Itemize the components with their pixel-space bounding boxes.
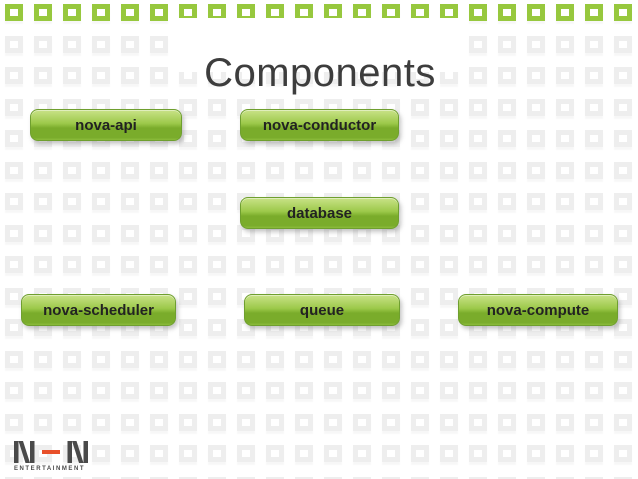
component-node-nova-scheduler: nova-scheduler	[21, 294, 176, 326]
title-backdrop	[178, 18, 462, 72]
component-node-nova-conductor: nova-conductor	[240, 109, 399, 141]
logo-dash	[42, 450, 60, 454]
nhn-logo: ENTERTAINMENT	[14, 441, 92, 472]
component-node-nova-api: nova-api	[30, 109, 182, 141]
page-title: Components	[204, 50, 436, 95]
logo-subtext: ENTERTAINMENT	[14, 466, 86, 472]
component-node-database: database	[240, 197, 399, 229]
nhn-logo-mark	[14, 441, 88, 463]
component-node-nova-compute: nova-compute	[458, 294, 618, 326]
component-node-queue: queue	[244, 294, 400, 326]
